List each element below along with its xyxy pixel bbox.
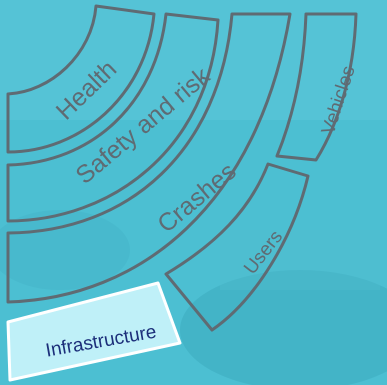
topic-wheel-diagram: Health Safety and risk Crashes Vehicles … <box>6 4 387 385</box>
diagram-canvas: Health Safety and risk Crashes Vehicles … <box>6 4 387 385</box>
